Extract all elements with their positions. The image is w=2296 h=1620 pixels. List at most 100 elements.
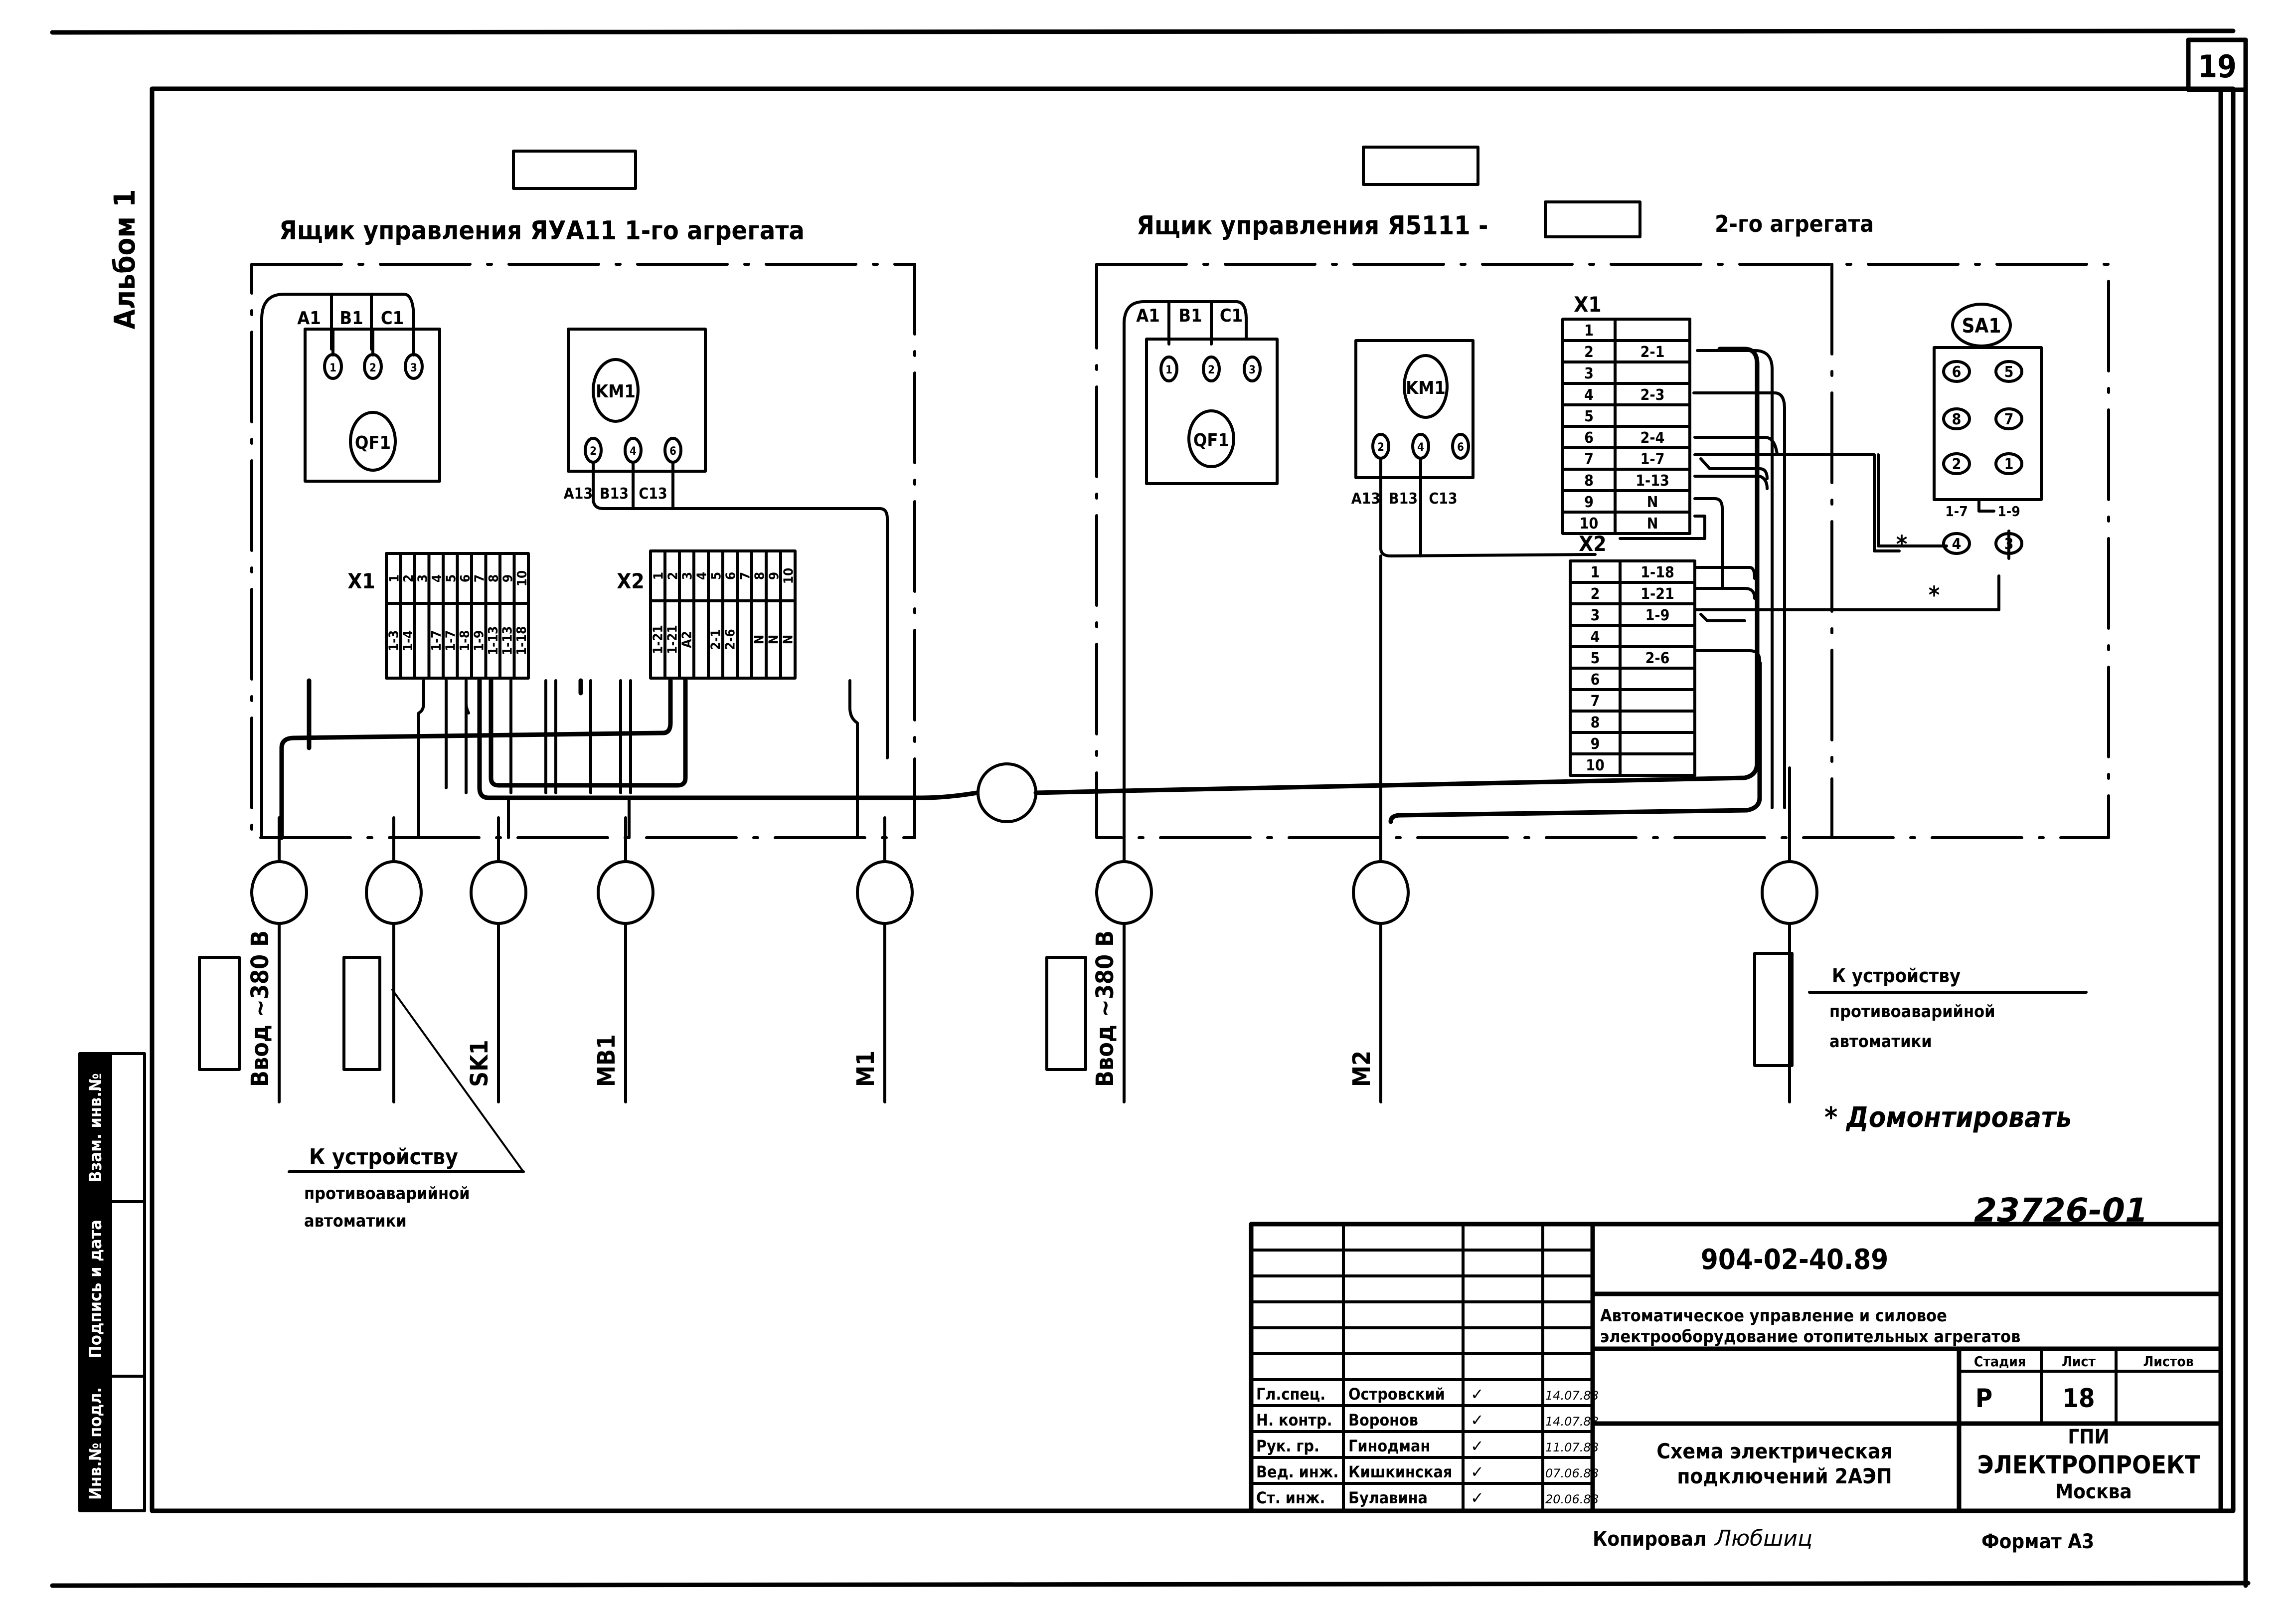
sheet-value: 18 — [2062, 1384, 2095, 1414]
terminal-number: 10 — [1586, 757, 1605, 774]
terminal-wire-label: 1-18 — [1640, 564, 1674, 581]
terminal-wire-label: 1-8 — [458, 630, 473, 651]
sheet-title-line2: подключений 2АЭП — [1677, 1464, 1892, 1488]
cable-gland — [365, 860, 423, 925]
terminal-wire-label: 1-21 — [1640, 585, 1674, 603]
terminal-number: 6 — [1591, 671, 1600, 689]
copied-by-signature: Любшиц — [1714, 1526, 1812, 1551]
sa1-mark-top: * — [1896, 531, 1908, 558]
copied-by-label: Копировал — [1593, 1528, 1706, 1551]
terminal-number: 1 — [652, 572, 666, 580]
sa1-terminal — [1942, 360, 1971, 383]
terminal-wire-label: 2-1 — [709, 629, 724, 650]
terminal-wire-label: 1-4 — [401, 630, 416, 651]
callout-left-line3: автоматики — [304, 1211, 407, 1231]
callout-left-line2: противоаварийной — [304, 1184, 470, 1204]
cable-label: SK1 — [466, 1040, 493, 1087]
qf1-phase-c: C1 — [381, 308, 404, 329]
km1-term-2: 2 — [590, 445, 597, 458]
org-line1: ГПИ — [2068, 1426, 2109, 1448]
signature-role: Вед. инж. — [1256, 1462, 1338, 1481]
box1-km1: KM1 2 4 6 A13 B13 C13 — [564, 328, 889, 759]
sa1-terminal — [1994, 452, 2023, 475]
b2-qf1-phase-a: A1 — [1136, 306, 1160, 326]
sa1-terminal-number: 4 — [1952, 536, 1962, 553]
cable-gland — [1761, 860, 1818, 925]
side-stamp: Взам. инв.№ Подпись и дата Инв.№ подл. — [78, 1052, 146, 1512]
signature-date: 14.07.88 — [1545, 1389, 1599, 1403]
b2-qf1-term-3: 3 — [1249, 364, 1256, 376]
sheet-top-rule — [50, 28, 2236, 35]
signature-mark: ✓ — [1471, 1488, 1484, 1507]
terminal-wire-label: 2-3 — [1640, 386, 1665, 404]
cable-label: Ввод ~380 В — [246, 930, 274, 1087]
terminal-number: 3 — [680, 572, 695, 580]
terminal-number: 5 — [444, 574, 459, 582]
note-install: * Домонтировать — [1824, 1101, 2072, 1134]
signature-name: Кишкинская — [1348, 1462, 1452, 1481]
terminal-number: 6 — [458, 574, 473, 582]
terminal-number: 1 — [1584, 322, 1594, 340]
terminal-wire-label: 1-13 — [500, 626, 515, 656]
terminal-wire-label: N — [752, 635, 767, 645]
box2-qf1-label: QF1 — [1193, 430, 1229, 451]
cable-gland — [250, 860, 308, 925]
project-title-line1: Автоматическое управление и силовое — [1600, 1306, 1947, 1326]
b2-qf1-phase-c: C1 — [1220, 306, 1243, 326]
box2-title-suffix: 2-го агрегата — [1715, 210, 1874, 237]
terminal-number: 4 — [695, 572, 710, 580]
junction-circle — [977, 762, 1037, 823]
sa1-terminal-number: 2 — [1952, 456, 1962, 473]
qf1-term-1: 1 — [329, 362, 336, 374]
org-line2: ЭЛЕКТРОПРОЕКТ — [1977, 1450, 2200, 1479]
sa1-terminal — [1942, 407, 1971, 430]
terminal-number: 8 — [753, 572, 768, 580]
terminal-number: 7 — [472, 574, 487, 582]
terminal-number: 9 — [1591, 735, 1600, 753]
project-title-line2: электрооборудование отопительных агрегат… — [1600, 1327, 2020, 1347]
box1-label-placeholder — [512, 150, 637, 190]
callout-left: К устройству противоаварийной автоматики — [198, 956, 525, 1231]
terminal-number: 2 — [666, 572, 681, 580]
box1-km1-label: KM1 — [596, 381, 636, 402]
cable-label: MB1 — [593, 1034, 621, 1087]
signature-role: Н. контр. — [1256, 1411, 1332, 1430]
terminal-wire-label: 2-6 — [723, 629, 738, 650]
box2-qf1: 1 2 3 A1 B1 C1 QF1 — [1123, 300, 1279, 849]
terminal-wire-label: 1-13 — [486, 626, 501, 656]
terminal-wire-label: 1-18 — [514, 626, 529, 656]
box2-x1-label: X1 — [1574, 292, 1601, 317]
terminal-number: 7 — [738, 572, 753, 580]
b2-qf1-phase-b: B1 — [1178, 306, 1202, 326]
terminal-number: 5 — [1584, 408, 1594, 425]
terminal-wire-label: N — [1647, 515, 1658, 533]
stamp-inv-orig: Инв.№ подл. — [86, 1387, 106, 1500]
terminal-wire-label: 1-7 — [1640, 451, 1665, 468]
terminal-number: 8 — [1584, 472, 1594, 490]
b2-km1-term-6: 6 — [1457, 441, 1464, 454]
sa1-terminal — [1942, 452, 1971, 475]
box1-terminal-strip-x1: 11-321-4341-751-761-871-981-1391-13101-1… — [385, 552, 530, 680]
terminal-wire-label: 2-1 — [1640, 344, 1665, 361]
terminal-number: 4 — [1591, 628, 1600, 646]
terminal-wire-label: 1-13 — [1636, 472, 1669, 490]
sa1-terminal — [1994, 407, 2023, 430]
format-label: Формат А3 — [1981, 1530, 2094, 1553]
cable-gland — [470, 860, 527, 925]
sa1-terminal-number: 8 — [1952, 411, 1962, 428]
terminal-number: 10 — [515, 570, 530, 587]
terminal-number: 2 — [1584, 344, 1594, 361]
km1-out-b: B13 — [600, 485, 629, 503]
signature-name: Гинодман — [1348, 1437, 1430, 1455]
stage-header: Стадия — [1974, 1353, 2026, 1370]
terminal-wire-label: N — [1647, 494, 1658, 511]
box2-number-box — [1544, 200, 1641, 238]
cable-gland — [597, 860, 655, 925]
cable-gland — [1352, 860, 1410, 925]
terminal-number: 3 — [1584, 365, 1594, 382]
b2-km1-term-2: 2 — [1377, 441, 1384, 454]
